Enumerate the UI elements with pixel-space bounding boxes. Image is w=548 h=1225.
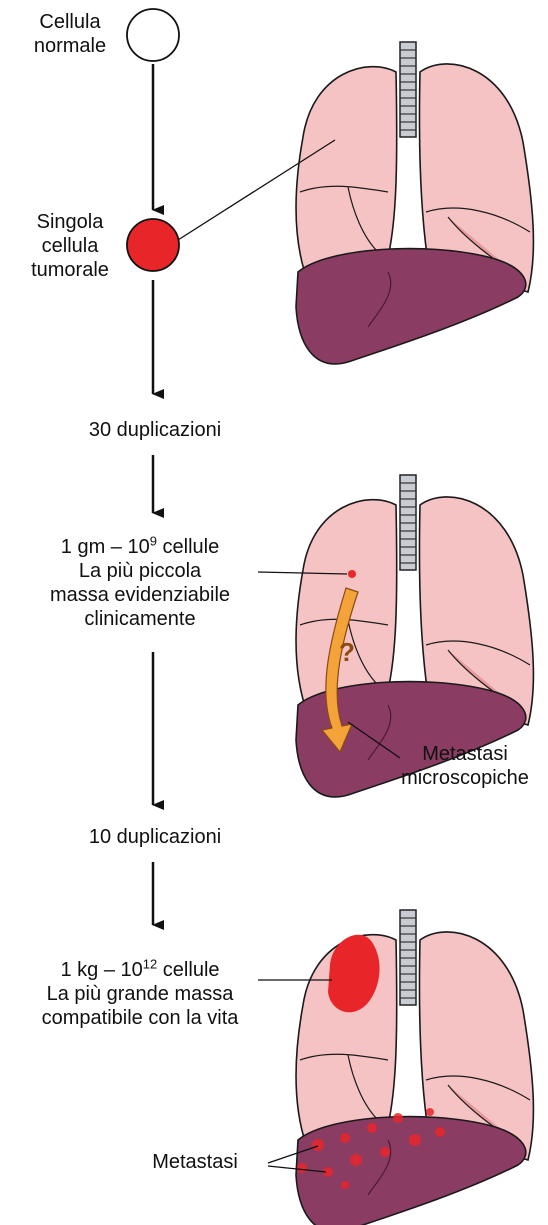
label-stage-2: 1 gm – 109 cellule La più piccola massa … [15, 535, 265, 631]
label-tumor-cell: Singola cellula tumorale [20, 210, 120, 282]
label-normal-cell: Cellula normale [20, 10, 120, 58]
label-metastases: Metastasi [125, 1150, 265, 1174]
question-mark: ? [334, 640, 360, 664]
organs-stage-1 [296, 42, 533, 364]
label-micro-metastases: Metastasi microscopiche [390, 742, 540, 790]
label-10-doublings: 10 duplicazioni [30, 825, 280, 849]
label-stage-3: 1 kg – 1012 cellule La più grande massa … [5, 958, 275, 1030]
small-tumor-icon [348, 570, 356, 578]
label-30-doublings: 30 duplicazioni [30, 418, 280, 442]
normal-cell-icon [127, 9, 179, 61]
tumor-cell-icon [127, 219, 179, 271]
